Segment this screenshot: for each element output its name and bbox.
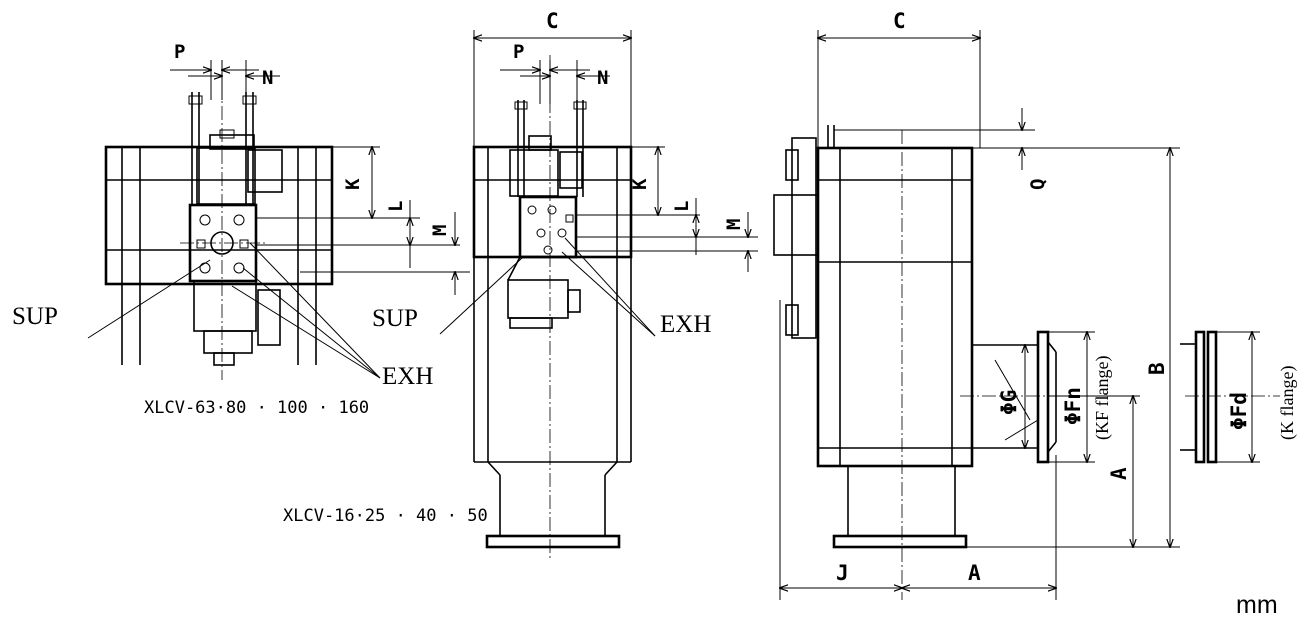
label-m-left: M [429, 225, 451, 236]
label-kf-flange: (KF flange) [1092, 356, 1113, 440]
label-a-horizontal: A [968, 561, 981, 585]
label-b: B [1145, 362, 1169, 375]
model-label-small: XLCV-16·25 · 40 · 50 [283, 506, 488, 526]
label-p-left: P [174, 41, 185, 63]
view-large-models [87, 60, 470, 380]
label-p-middle: P [513, 41, 524, 63]
label-k-middle: K [629, 178, 651, 190]
label-n-middle: N [597, 67, 608, 89]
label-phi-g: ΦG [997, 390, 1021, 415]
label-sup-middle: SUP [372, 305, 418, 332]
model-label-large: XLCV-63·80 · 100 · 160 [144, 398, 369, 418]
label-q: Q [1027, 179, 1049, 190]
unit-label: mm [1236, 591, 1278, 619]
view-side [773, 30, 1180, 600]
label-k-left: K [342, 178, 364, 190]
label-n-left: N [262, 67, 273, 89]
label-k-flange: (K flange) [1277, 366, 1298, 440]
k-flange-view [1180, 330, 1280, 464]
label-m-middle: M [723, 219, 745, 230]
label-c-right: C [893, 9, 906, 33]
label-exh-left: EXH [382, 363, 433, 390]
label-sup-left: SUP [12, 303, 58, 330]
label-phi-fd: ΦFd [1227, 392, 1251, 430]
view-small-models [439, 30, 758, 560]
label-l-middle: L [671, 201, 693, 212]
label-l-left: L [385, 201, 407, 212]
label-phi-fn: ΦFn [1061, 387, 1085, 425]
label-c-middle: C [546, 9, 559, 33]
label-j: J [836, 561, 849, 585]
label-a-vertical: A [1107, 467, 1131, 480]
label-exh-middle: EXH [660, 311, 711, 338]
